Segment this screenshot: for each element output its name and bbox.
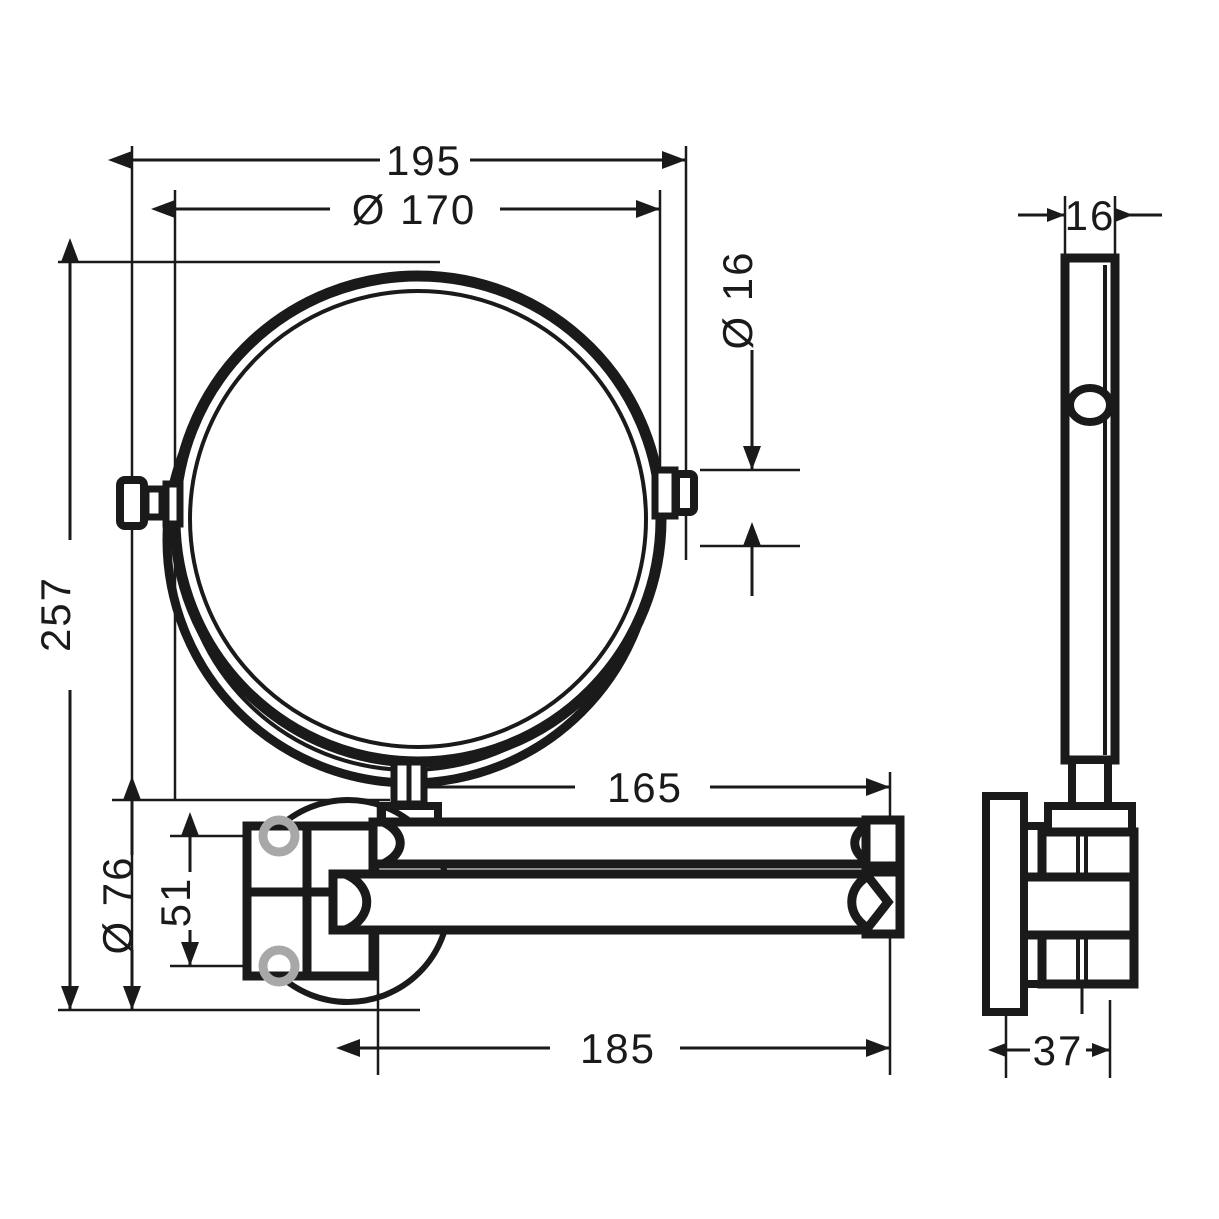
mirror-front-ring [169, 270, 667, 768]
dim-dia-170-label: Ø 170 [352, 186, 476, 233]
side-stem [1068, 756, 1112, 810]
side-mirror-body [1060, 253, 1120, 765]
dim-dia-16-label: Ø 16 [714, 250, 761, 349]
dim-185-label: 185 [580, 1025, 656, 1072]
hinge-left [116, 476, 184, 530]
arm-upper [368, 817, 893, 869]
fixing-hole-upper [258, 815, 300, 857]
dimension-dia-76: Ø 76 [94, 776, 141, 1010]
dimension-dia-170: Ø 170 [151, 186, 660, 233]
dimension-165: 165 [396, 764, 890, 811]
dimension-185: 185 [336, 1025, 890, 1072]
dim-195-label: 195 [386, 137, 462, 184]
arm-lower [328, 869, 894, 935]
dim-16-label: 16 [1065, 192, 1116, 239]
dimension-37: 37 [988, 1027, 1110, 1074]
side-wall-flange [982, 792, 1028, 1016]
dim-165-label: 165 [607, 764, 683, 811]
fixing-hole-lower [258, 945, 300, 987]
dimension-195: 195 [108, 137, 686, 184]
dimension-16: 16 [1018, 192, 1162, 239]
side-view [982, 253, 1139, 1016]
dimension-dia-16: Ø 16 [714, 250, 761, 596]
dim-257-label: 257 [32, 576, 79, 652]
side-joint-box [1017, 872, 1139, 940]
hinge-right [651, 466, 698, 520]
dimension-51: 51 [152, 812, 199, 966]
dim-37-label: 37 [1033, 1027, 1084, 1074]
dim-dia-76-label: Ø 76 [94, 855, 141, 954]
dim-51-label: 51 [152, 877, 199, 928]
dimension-257: 257 [32, 238, 79, 1010]
front-view [116, 270, 905, 1005]
side-hinge-pin [1066, 384, 1114, 426]
